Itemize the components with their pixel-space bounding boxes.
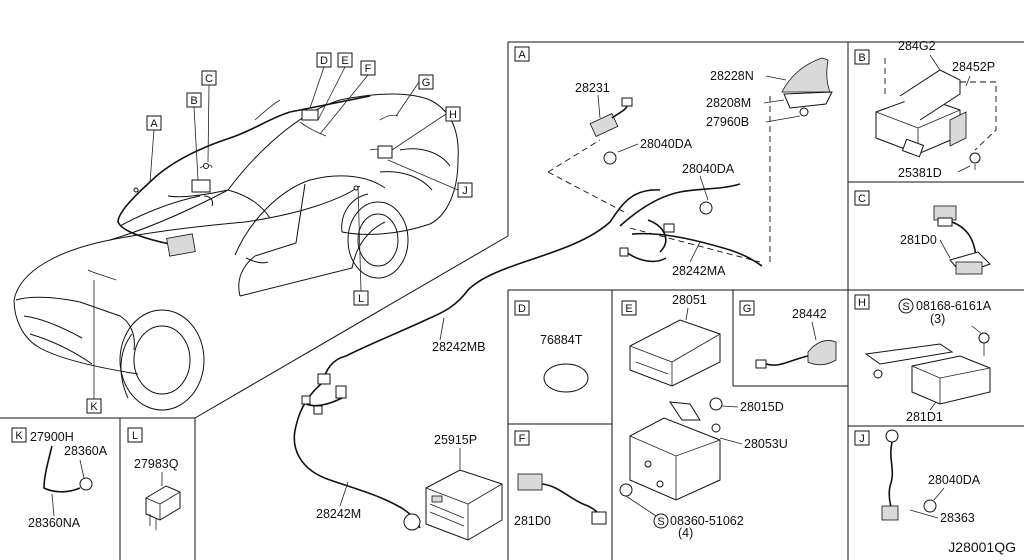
- svg-text:G: G: [422, 77, 431, 89]
- callout-a[interactable]: A: [146, 115, 162, 183]
- section-g: G 28442: [739, 300, 837, 369]
- svg-text:B: B: [190, 95, 197, 107]
- svg-text:28360NA: 28360NA: [28, 516, 81, 530]
- svg-text:28242MB: 28242MB: [432, 340, 486, 354]
- svg-text:S: S: [902, 301, 909, 313]
- svg-text:E: E: [341, 55, 348, 67]
- svg-text:F: F: [519, 433, 526, 445]
- svg-text:G: G: [743, 303, 752, 315]
- svg-text:F: F: [365, 63, 372, 75]
- svg-text:E: E: [625, 303, 632, 315]
- svg-text:H: H: [449, 109, 457, 121]
- callout-boxes: A B C D E F G H: [86, 52, 473, 414]
- callout-l[interactable]: L: [353, 185, 369, 306]
- diagram-id: J28001QG: [948, 539, 1016, 555]
- section-h: H S 08168-6161A (3) 281D1: [854, 294, 992, 424]
- section-f: F 281D0: [514, 430, 607, 528]
- section-j: J 28040DA 28363: [854, 429, 981, 525]
- svg-text:28360A: 28360A: [64, 444, 108, 458]
- svg-text:28442: 28442: [792, 307, 827, 321]
- callout-f[interactable]: F: [319, 60, 376, 135]
- svg-text:K: K: [15, 430, 23, 442]
- panel-grid: [0, 41, 1024, 560]
- svg-text:25915P: 25915P: [434, 433, 477, 447]
- svg-text:28228N: 28228N: [710, 69, 754, 83]
- section-e: E 28051 28015D 28053U S 08360-51062 (4): [619, 293, 788, 540]
- svg-text:A: A: [518, 49, 526, 61]
- callout-g[interactable]: G: [395, 74, 434, 117]
- callout-b[interactable]: B: [186, 92, 202, 181]
- svg-text:28242M: 28242M: [316, 507, 361, 521]
- svg-text:27900H: 27900H: [30, 430, 74, 444]
- vehicle-outline: [13, 93, 459, 411]
- svg-text:A: A: [150, 118, 158, 130]
- svg-text:28040DA: 28040DA: [640, 137, 693, 151]
- svg-text:281D0: 281D0: [514, 514, 551, 528]
- section-d: D 76884T: [514, 300, 589, 393]
- section-c: C 281D0: [854, 190, 991, 275]
- svg-text:L: L: [358, 293, 364, 305]
- tuner-unit-25915p: [425, 469, 503, 541]
- svg-text:L: L: [132, 430, 138, 442]
- svg-text:28231: 28231: [575, 81, 610, 95]
- svg-text:28208M: 28208M: [706, 96, 751, 110]
- svg-text:J: J: [859, 433, 865, 445]
- svg-text:28363: 28363: [940, 511, 975, 525]
- svg-text:K: K: [90, 401, 98, 413]
- svg-text:(3): (3): [930, 312, 945, 326]
- svg-text:25381D: 25381D: [898, 166, 942, 180]
- svg-text:H: H: [858, 297, 866, 309]
- svg-text:27983Q: 27983Q: [134, 457, 179, 471]
- svg-text:28015D: 28015D: [740, 400, 784, 414]
- section-a: A 28228N 28208M 27960B 28231 28040DA 280…: [293, 46, 833, 541]
- svg-text:28040DA: 28040DA: [682, 162, 735, 176]
- svg-text:28040DA: 28040DA: [928, 473, 981, 487]
- svg-text:C: C: [205, 73, 213, 85]
- svg-text:(4): (4): [678, 526, 693, 540]
- svg-text:08168-6161A: 08168-6161A: [916, 299, 992, 313]
- svg-text:J: J: [462, 185, 468, 197]
- callout-j[interactable]: J: [387, 159, 473, 198]
- section-k: K 27900H 28360A 28360NA: [11, 427, 108, 530]
- svg-text:281D1: 281D1: [906, 410, 943, 424]
- svg-text:27960B: 27960B: [706, 115, 749, 129]
- svg-text:28452P: 28452P: [952, 60, 995, 74]
- callout-c[interactable]: C: [201, 70, 217, 163]
- svg-text:284G2: 284G2: [898, 39, 936, 53]
- svg-text:B: B: [858, 52, 865, 64]
- svg-text:08360-51062: 08360-51062: [670, 514, 744, 528]
- svg-text:28242MA: 28242MA: [672, 264, 726, 278]
- svg-text:D: D: [320, 55, 328, 67]
- svg-text:C: C: [858, 193, 866, 205]
- section-b: B 284G2 28452P 25381D: [854, 39, 997, 180]
- section-l: L 27983Q: [127, 427, 181, 530]
- svg-text:S: S: [657, 516, 664, 528]
- callout-h[interactable]: H: [391, 106, 461, 151]
- shark-fin-antenna: [781, 57, 833, 117]
- callout-k[interactable]: K: [86, 280, 102, 414]
- callout-e[interactable]: E: [317, 52, 353, 121]
- callout-d[interactable]: D: [309, 52, 332, 109]
- svg-text:28053U: 28053U: [744, 437, 788, 451]
- svg-text:76884T: 76884T: [540, 333, 583, 347]
- svg-text:281D0: 281D0: [900, 233, 937, 247]
- svg-text:28051: 28051: [672, 293, 707, 307]
- vehicle-harness: [87, 95, 399, 281]
- svg-text:D: D: [518, 303, 526, 315]
